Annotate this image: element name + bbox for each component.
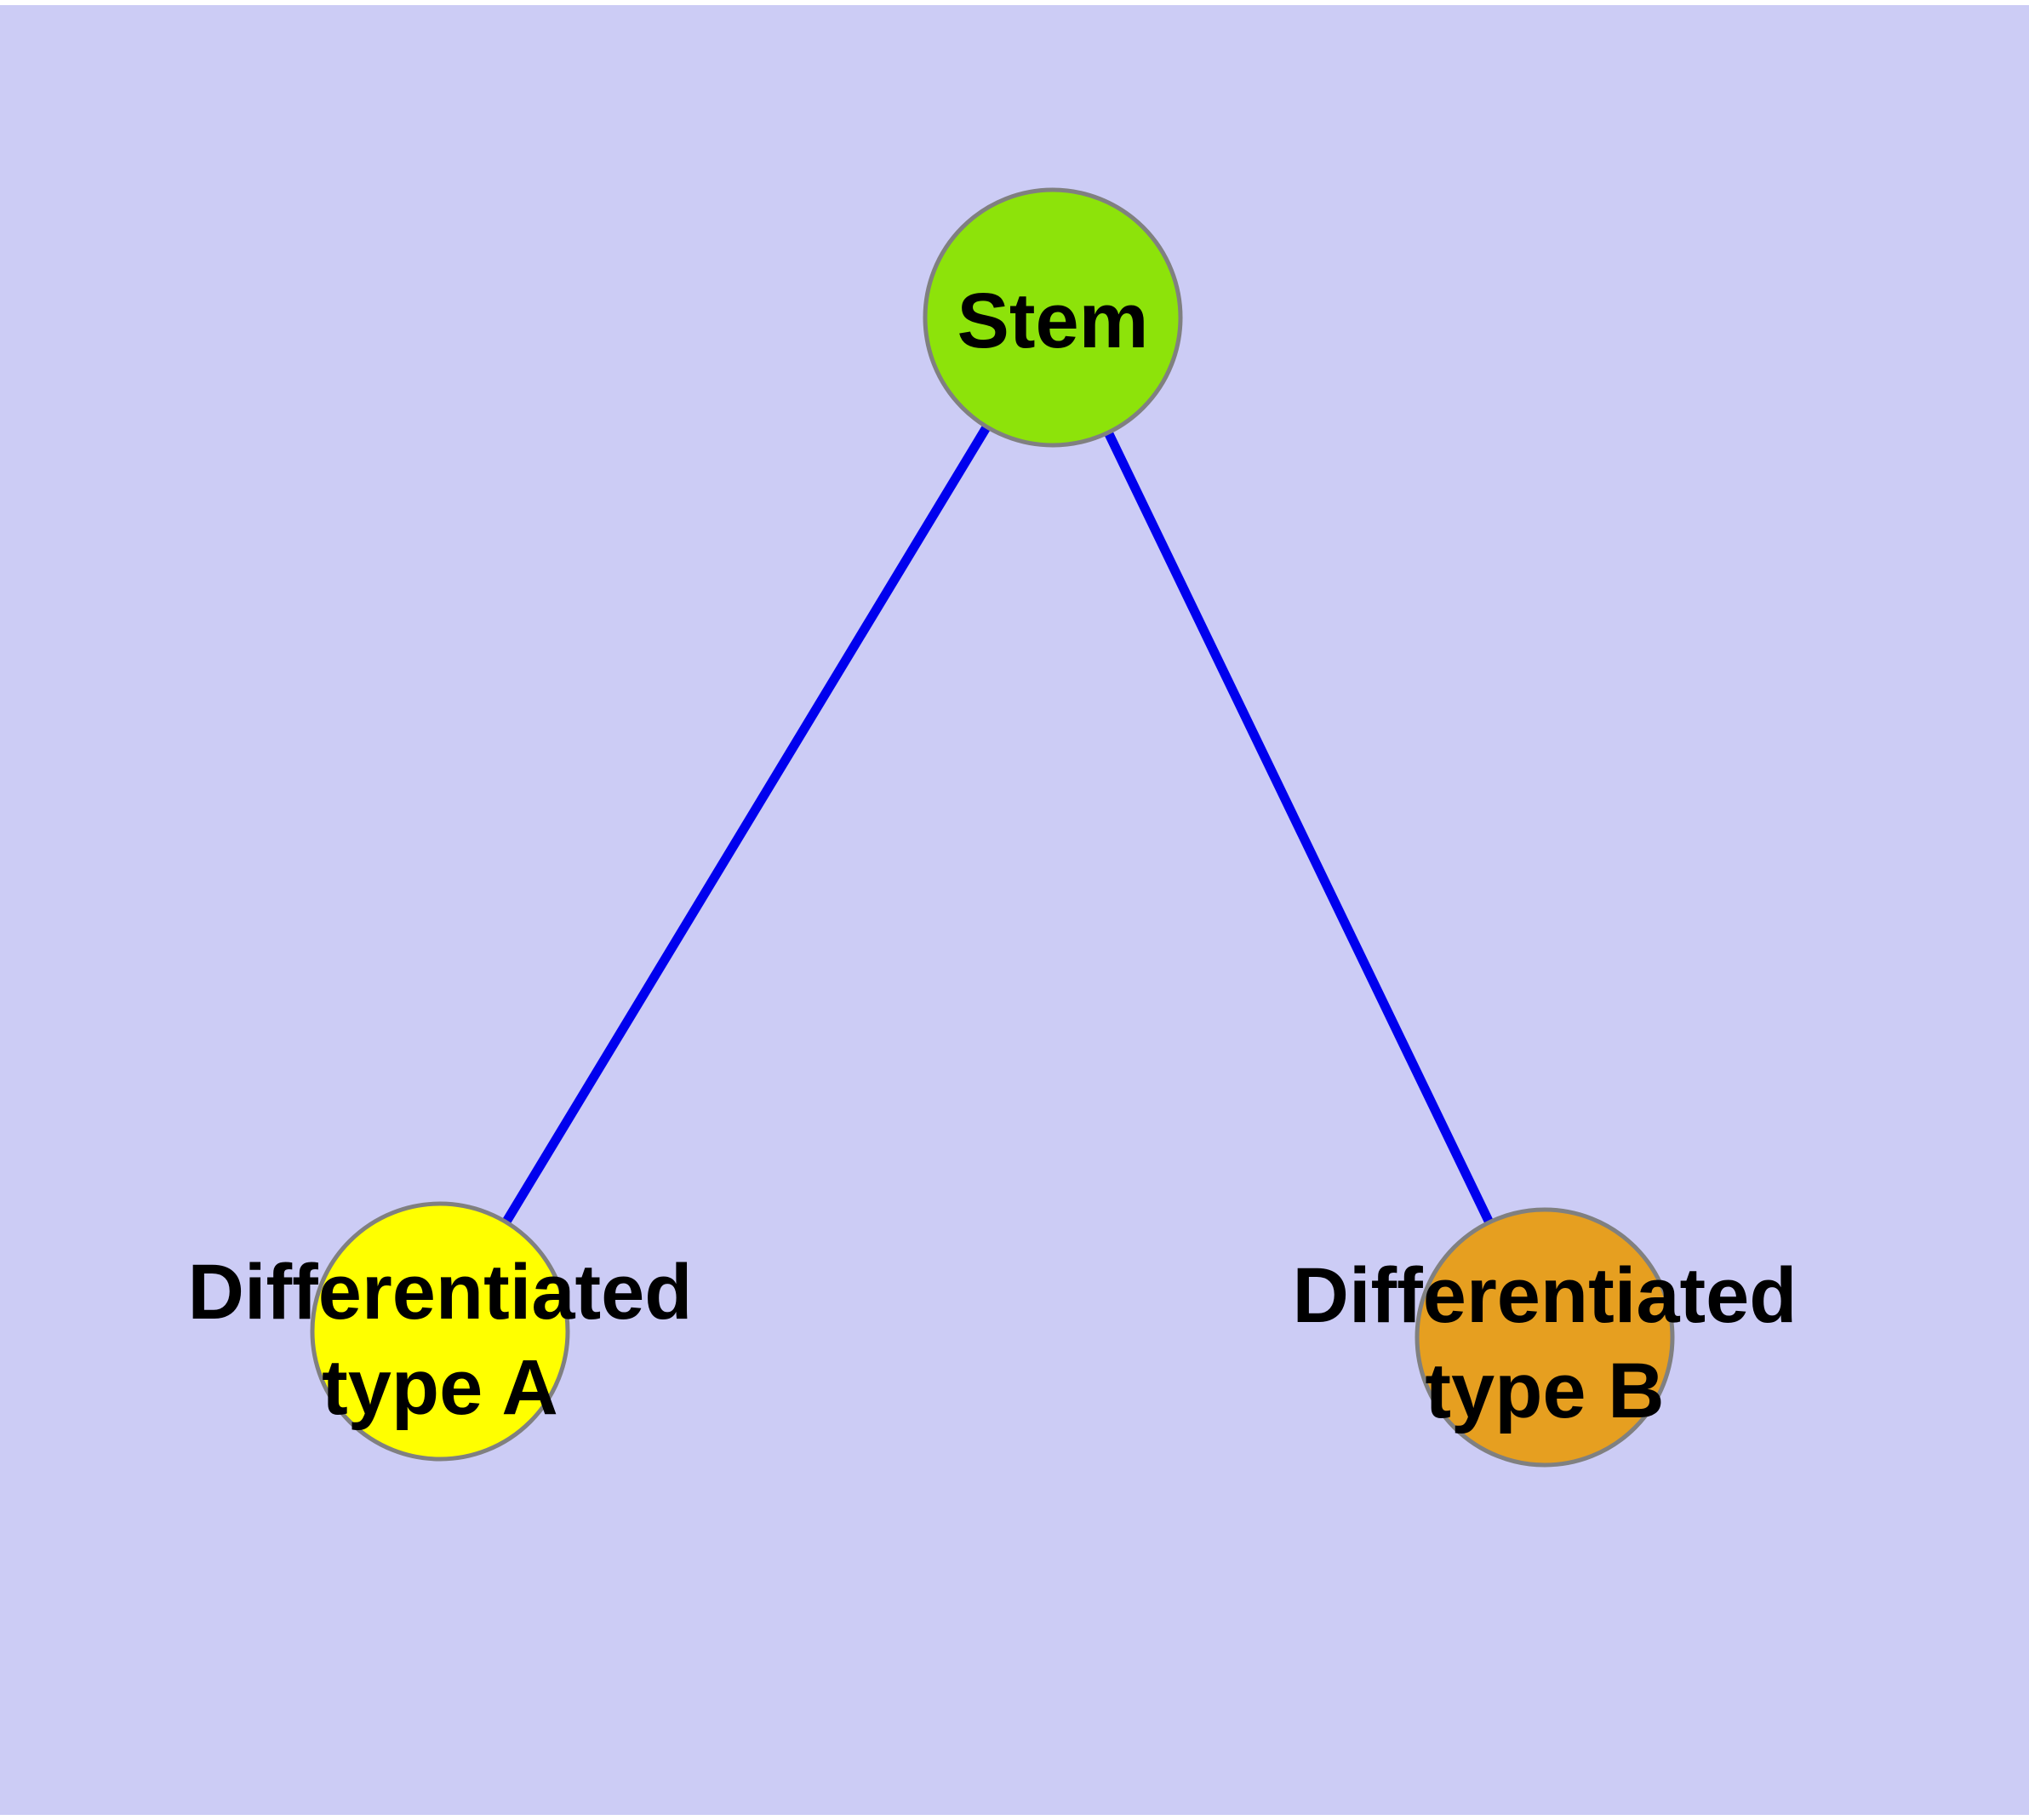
node-differentiated-type-a: Differentiated type A <box>188 1201 693 1462</box>
node-type-a-label-line1: Differentiated <box>188 1249 693 1336</box>
node-type-a-label-line2: type A <box>322 1344 558 1431</box>
node-type-b-circle <box>1415 1207 1675 1468</box>
node-stem: Stem <box>923 187 1183 448</box>
edge-stem-to-type-a <box>436 315 1057 1334</box>
edge-stem-to-type-b <box>1049 315 1549 1340</box>
node-stem-label: Stem <box>957 278 1149 364</box>
node-type-a-circle <box>310 1201 570 1462</box>
node-differentiated-type-b: Differentiated type B <box>1293 1207 1798 1468</box>
node-type-b-label-line2: type B <box>1425 1348 1664 1434</box>
node-stem-circle <box>923 187 1183 448</box>
node-type-b-label-line1: Differentiated <box>1293 1252 1798 1339</box>
